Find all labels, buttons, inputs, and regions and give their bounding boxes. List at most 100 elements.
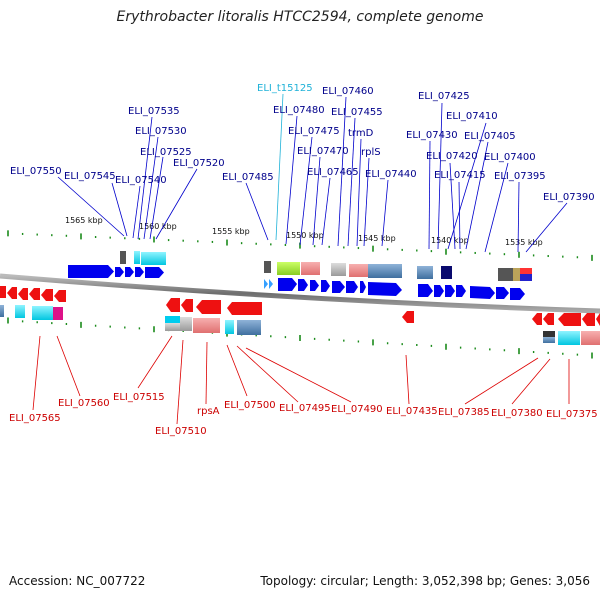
gene-label: ELI_07400	[484, 152, 536, 163]
feature-box	[368, 264, 402, 278]
gene-label: ELI_07510	[155, 426, 207, 437]
feature-box	[165, 316, 180, 323]
gene-label: ELI_07440	[365, 169, 417, 180]
feature-box	[32, 306, 53, 320]
gene-label: ELI_07495	[279, 403, 331, 414]
gene-label: ELI_07465	[307, 167, 359, 178]
feature-box	[165, 323, 180, 331]
feature-box	[225, 320, 234, 334]
connector	[285, 115, 298, 245]
reverse-gene-labels: ELI_07565 ELI_07560 ELI_07515 ELI_07510 …	[9, 392, 598, 437]
gene-label: ELI_07520	[173, 158, 225, 169]
map-title: Erythrobacter litoralis HTCC2594, comple…	[116, 9, 484, 25]
genome-summary-text: Topology: circular; Length: 3,052,398 bp…	[260, 574, 590, 588]
connector	[381, 179, 389, 247]
connector	[428, 140, 431, 250]
feature-box	[520, 268, 532, 274]
connector	[464, 357, 539, 405]
gene-label: ELI_07500	[224, 400, 276, 411]
feature-box	[180, 317, 192, 331]
forward-label-connectors	[57, 93, 568, 253]
feature-box	[513, 268, 520, 281]
connector	[299, 136, 313, 246]
feature-box	[120, 251, 126, 264]
connector	[155, 168, 198, 240]
feature-box	[277, 262, 300, 275]
feature-box	[311, 262, 320, 275]
feature-box	[53, 307, 63, 320]
gene-arrow	[54, 290, 66, 302]
gene-label: ELI_07405	[464, 131, 516, 142]
feature-box	[581, 331, 600, 345]
feature-box	[441, 266, 452, 279]
gene-arrow	[29, 288, 40, 300]
connector	[405, 354, 410, 405]
forward-strand-features	[120, 251, 532, 281]
gene-label: ELI_07435	[386, 406, 438, 417]
gene-arrow	[298, 279, 308, 291]
accession-text: Accession: NC_007722	[9, 574, 146, 588]
genome-backbone	[0, 273, 600, 314]
gene-label: ELI_07460	[322, 86, 374, 97]
connector	[143, 136, 159, 240]
gene-arrow	[321, 280, 330, 292]
gene-arrow	[496, 287, 509, 299]
gene-arrow	[196, 300, 221, 314]
feature-box	[134, 251, 140, 264]
scale-label: 1560 kbp	[139, 222, 177, 231]
gene-arrow	[181, 299, 193, 312]
gene-arrow	[532, 313, 542, 325]
gene-label: ELI_07490	[331, 404, 383, 415]
connector	[32, 335, 41, 411]
forward-strand-genes	[68, 265, 525, 300]
gene-label: ELI_07480	[273, 105, 325, 116]
gene-label: ELI_07530	[135, 126, 187, 137]
connector	[449, 162, 456, 250]
gene-label: ELI_07415	[434, 170, 486, 181]
connector	[347, 117, 356, 247]
connector	[484, 162, 509, 253]
feature-box	[331, 263, 346, 276]
gene-arrow	[418, 284, 433, 297]
gene-label: trmD	[348, 128, 374, 139]
connector	[525, 202, 568, 253]
forward-gene-labels: ELI_07550 ELI_07545 ELI_07540 ELI_07535 …	[10, 83, 595, 203]
gene-arrow	[7, 287, 17, 299]
connector	[363, 157, 370, 247]
gene-arrow	[510, 288, 525, 300]
gene-arrow	[558, 313, 581, 326]
gene-label: ELI_07470	[297, 146, 349, 157]
gene-arrow	[368, 282, 402, 296]
gene-arrow	[135, 267, 144, 277]
gene-arrow	[269, 279, 273, 289]
gene-arrow	[402, 311, 414, 323]
scale-label: 1565 kbp	[65, 216, 103, 225]
connector	[56, 335, 81, 397]
gene-arrow	[346, 281, 358, 293]
gene-label: ELI_07475	[288, 126, 340, 137]
scale-label: 1540 kbp	[431, 236, 469, 245]
connector	[57, 176, 125, 237]
connector	[245, 347, 352, 403]
gene-arrow	[115, 267, 124, 277]
scale-label: 1555 kbp	[212, 227, 250, 236]
gene-label: ELI_07485	[222, 172, 274, 183]
connector	[111, 182, 128, 237]
connector	[312, 156, 321, 246]
gene-label: ELI_07560	[58, 398, 110, 409]
gene-label: ELI_07430	[406, 130, 458, 141]
connector	[176, 339, 184, 425]
gene-label: ELI_07420	[426, 151, 478, 162]
connector	[236, 345, 299, 403]
connector	[275, 93, 284, 241]
gene-label: ELI_07410	[446, 111, 498, 122]
connector	[458, 181, 461, 250]
gene-label: ELI_07515	[113, 392, 165, 403]
connector	[517, 181, 520, 253]
feature-box	[417, 266, 433, 279]
gene-arrow	[227, 302, 262, 315]
gene-arrow	[264, 279, 268, 289]
gene-label: ELI_07390	[543, 192, 595, 203]
connector	[447, 122, 487, 250]
connector	[511, 358, 551, 405]
